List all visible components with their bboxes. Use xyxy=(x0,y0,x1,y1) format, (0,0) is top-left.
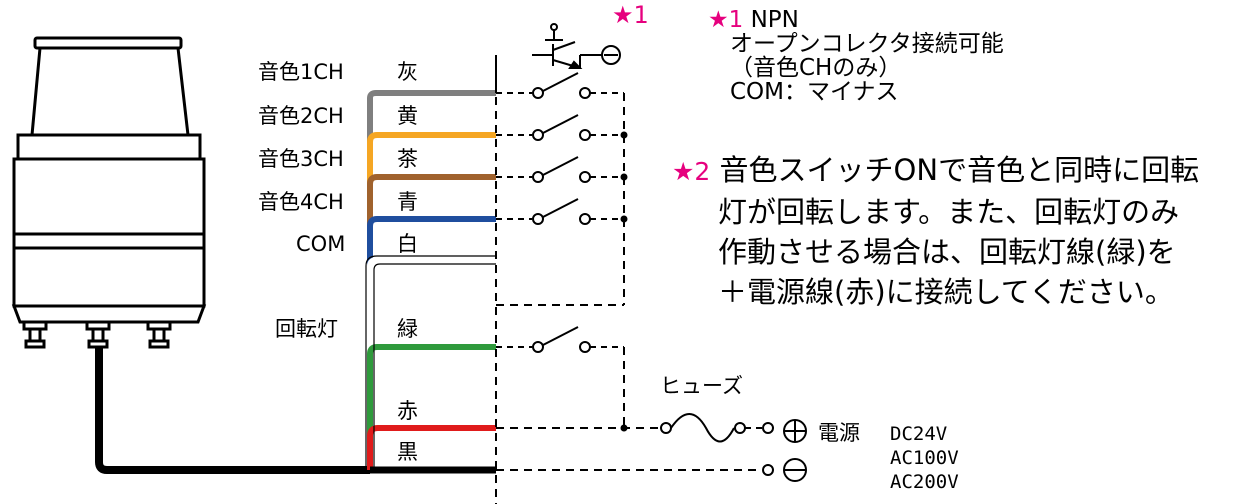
switch-part xyxy=(532,213,544,225)
switch-part xyxy=(542,198,579,218)
wire-color-name: 赤 xyxy=(397,399,418,423)
wire-yellow xyxy=(367,132,496,470)
note2-line4: ＋電源線(赤)に接続してください。 xyxy=(718,275,1174,309)
label-ch4: 音色4CH xyxy=(258,190,344,214)
wire-white xyxy=(367,257,496,470)
switch-part xyxy=(579,87,591,99)
npn-transistor xyxy=(495,23,621,93)
power-label: 電源 xyxy=(818,421,860,445)
switch-part xyxy=(532,87,544,99)
label-ch3: 音色3CH xyxy=(258,147,344,171)
wire-red xyxy=(367,425,496,470)
note2-line2: 灯が回転します。また、回転灯のみ xyxy=(718,195,1180,229)
switch-part xyxy=(542,114,579,134)
power-dc: DC24V xyxy=(890,423,947,445)
note1-line2: （音色CHのみ） xyxy=(730,55,902,81)
switch-part xyxy=(542,72,579,92)
wire-color-name: 黄 xyxy=(397,104,418,128)
wire-color-name: 黒 xyxy=(397,440,418,464)
power-ac200: AC200V xyxy=(890,471,959,493)
note-rotate-switch: ★2 音色スイッチONで音色と同時に回転 灯が回転します。また、回転灯のみ 作動… xyxy=(672,150,1246,312)
wire-color-name: 灰 xyxy=(397,60,418,84)
label-ch2: 音色2CH xyxy=(258,104,344,128)
note1-star: ★1 xyxy=(708,7,744,33)
note-npn: ★1 NPN オープンコレクタ接続可能 （音色CHのみ） COM：マイナス xyxy=(708,8,1004,104)
power-terminals xyxy=(783,419,807,482)
label-com: COM xyxy=(296,232,345,256)
wire-blue xyxy=(367,216,496,470)
note1-line1: オープンコレクタ接続可能 xyxy=(730,31,1004,57)
switch-part xyxy=(579,171,591,183)
wire-color-name: 白 xyxy=(397,232,418,256)
note1-title: NPN xyxy=(750,7,799,33)
switch-part xyxy=(532,129,544,141)
switch-part xyxy=(532,171,544,183)
wire-brown xyxy=(367,174,496,470)
rotating-light-body xyxy=(11,36,207,349)
power-ac100: AC100V xyxy=(890,447,959,469)
main-cable xyxy=(95,347,370,474)
fuse-label: ヒューズ xyxy=(660,374,743,398)
note2-line3: 作動させる場合は、回転灯線(緑)を xyxy=(718,235,1176,269)
wire-gray xyxy=(367,90,496,470)
wire-color-name: 緑 xyxy=(397,317,418,341)
note2-line1: 音色スイッチONで音色と同時に回転 xyxy=(719,153,1200,187)
wire-color-name: 茶 xyxy=(397,147,418,171)
label-ch1: 音色1CH xyxy=(258,60,344,84)
switch-part xyxy=(579,213,591,225)
wire-green xyxy=(367,344,496,470)
note1-line3: COM：マイナス xyxy=(730,79,899,105)
switch-part xyxy=(579,129,591,141)
note2-star: ★2 xyxy=(672,157,711,186)
wire-white-outline xyxy=(365,255,496,470)
wire-bundle xyxy=(367,90,496,470)
switches xyxy=(496,72,774,476)
switch-part xyxy=(542,156,579,176)
label-rotate: 回転灯 xyxy=(275,317,338,341)
wire-color-name: 青 xyxy=(397,190,418,214)
transistor-star-label: ★1 xyxy=(612,1,649,29)
